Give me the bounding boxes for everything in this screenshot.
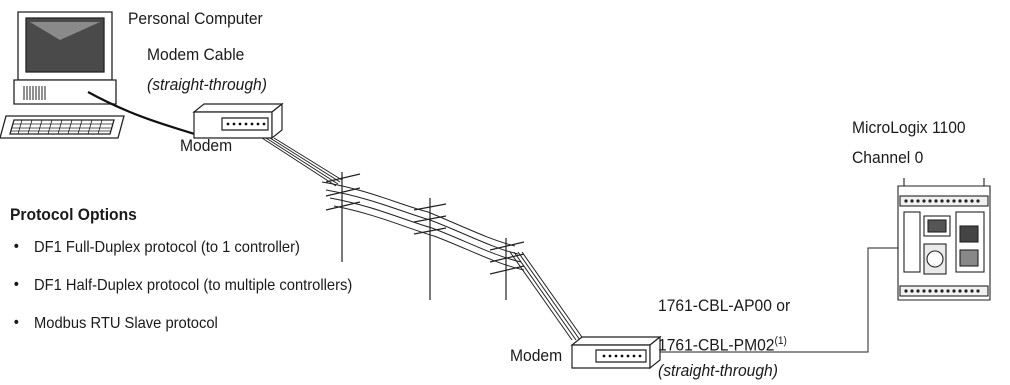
cable-label-1: 1761-CBL-AP00 or — [658, 296, 791, 315]
pc-label: Personal Computer — [128, 9, 263, 28]
cable-type-label: (straight-through) — [658, 361, 778, 380]
protocol-heading: Protocol Options — [10, 205, 137, 224]
protocol-item: DF1 Half-Duplex protocol (to multiple co… — [14, 275, 352, 296]
right-modem-icon — [570, 335, 662, 370]
utility-pole-icon — [325, 172, 525, 300]
protocol-item: Modbus RTU Slave protocol — [14, 313, 218, 334]
cable-label-2: 1761-CBL-PM02(1) — [658, 331, 787, 356]
telephone-lines — [261, 137, 585, 341]
plc-cable — [660, 247, 900, 353]
personal-computer-icon — [0, 11, 125, 139]
left-modem-label: Modem — [180, 136, 233, 155]
right-modem-label: Modem — [510, 346, 563, 365]
cable-label-2-text: 1761-CBL-PM02 — [658, 335, 775, 355]
plc-channel-label: Channel 0 — [852, 148, 924, 167]
cable-footnote-marker: (1) — [774, 335, 787, 347]
left-modem-icon — [192, 102, 284, 140]
modem-cable-type-label: (straight-through) — [147, 75, 267, 94]
modem-cable-label: Modem Cable — [147, 45, 245, 64]
modem-cable-left — [87, 91, 199, 137]
plc-controller-icon — [897, 178, 991, 301]
plc-name-label: MicroLogix 1100 — [852, 118, 966, 137]
protocol-item: DF1 Full-Duplex protocol (to 1 controlle… — [14, 237, 300, 258]
